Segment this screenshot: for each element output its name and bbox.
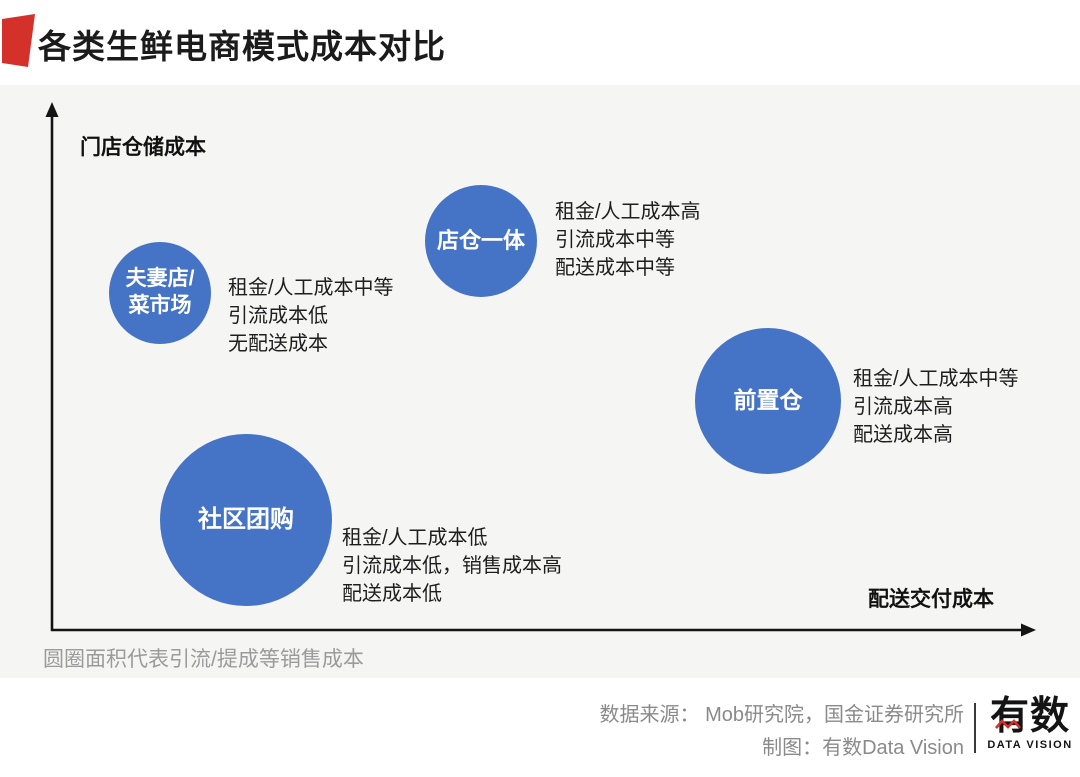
annotation-line: 配送成本中等 <box>555 257 675 279</box>
annotation-line: 引流成本中等 <box>555 229 675 251</box>
bubble-store-warehouse: 店仓一体 <box>425 185 537 297</box>
bubble-label-line: 店仓一体 <box>436 227 525 253</box>
page-title: 各类生鲜电商模式成本对比 <box>38 28 446 65</box>
bubble-community-group-buy: 社区团购 <box>160 434 332 606</box>
annotation-line: 引流成本低，销售成本高 <box>342 555 562 577</box>
annotation-store-warehouse: 租金/人工成本高 引流成本中等 配送成本中等 <box>555 198 701 282</box>
bubble-label-line: 菜市场 <box>128 294 192 317</box>
logo-zigzag-icon <box>994 719 1021 729</box>
annotation-community-group-buy: 租金/人工成本低 引流成本低，销售成本高 配送成本低 <box>342 524 562 608</box>
annotation-line: 引流成本高 <box>853 396 953 418</box>
annotation-line: 无配送成本 <box>228 333 328 355</box>
logo-cn-chars: 有数 <box>989 695 1070 738</box>
y-axis-label: 门店仓储成本 <box>80 136 206 159</box>
bubble-label-line: 夫妻店/ <box>125 267 195 291</box>
annotation-line: 配送成本高 <box>853 424 953 446</box>
logo-cn-text: 有数 <box>990 694 1070 741</box>
footer-divider <box>974 703 976 753</box>
footer-attribution: 数据来源： Mob研究院，国金证券研究所 制图：有数Data Vision <box>600 699 964 765</box>
title-bar: 各类生鲜电商模式成本对比 <box>0 0 1080 85</box>
annotation-line: 引流成本低 <box>228 305 328 327</box>
annotation-couple-store: 租金/人工成本中等 引流成本低 无配送成本 <box>228 274 394 358</box>
chart-panel <box>0 85 1080 678</box>
bubble-couple-store: 夫妻店/ 菜市场 <box>109 242 211 344</box>
annotation-line: 租金/人工成本低 <box>342 527 488 549</box>
annotation-front-warehouse: 租金/人工成本中等 引流成本高 配送成本高 <box>853 365 1019 449</box>
credit-line: 制图：有数Data Vision <box>762 737 964 759</box>
title-accent-icon <box>2 14 35 67</box>
youshu-logo: 有数 DATA VISION <box>984 694 1076 751</box>
annotation-line: 租金/人工成本中等 <box>853 368 1019 390</box>
bubble-front-warehouse: 前置仓 <box>695 328 841 474</box>
x-axis-label: 配送交付成本 <box>868 588 994 611</box>
annotation-line: 租金/人工成本高 <box>555 201 701 223</box>
annotation-line: 租金/人工成本中等 <box>228 277 394 299</box>
bubble-label-line: 社区团购 <box>198 505 294 533</box>
logo-en-text: DATA VISION <box>987 738 1073 751</box>
bubble-label-line: 前置仓 <box>733 387 803 414</box>
annotation-line: 配送成本低 <box>342 583 442 605</box>
bubble-size-note: 圆圈面积代表引流/提成等销售成本 <box>43 648 364 671</box>
data-source-line: 数据来源： Mob研究院，国金证券研究所 <box>599 704 964 726</box>
